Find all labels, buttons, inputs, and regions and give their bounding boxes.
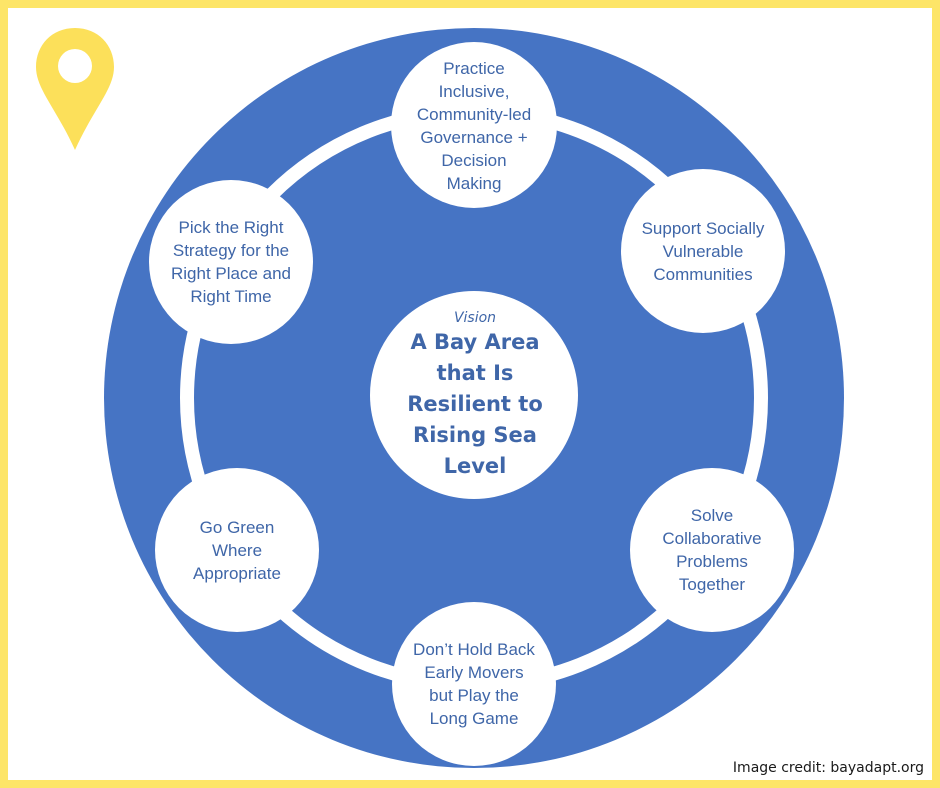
principle-label: Solve Collaborative Problems Together (662, 506, 762, 594)
principle-vulnerable: Support Socially Vulnerable Communities (640, 190, 766, 312)
principle-circle-strategy (149, 180, 313, 344)
principle-circle-governance (391, 42, 557, 208)
principle-strategy: Pick the Right Strategy for the Right Pl… (166, 196, 296, 328)
vision-circle (370, 291, 578, 499)
principle-collaborative: Solve Collaborative Problems Together (650, 490, 774, 610)
vision-block: Vision A Bay Area that Is Resilient to R… (370, 290, 580, 500)
principle-label: Go Green Where Appropriate (193, 517, 281, 583)
principle-circle-vulnerable (621, 169, 785, 333)
principle-circle-collaborative (630, 468, 794, 632)
principle-green: Go Green Where Appropriate (178, 500, 296, 600)
image-credit: Image credit: bayadapt.org (728, 758, 928, 778)
principle-label: Don’t Hold Back Early Movers but Play th… (413, 640, 535, 728)
principle-early-movers: Don’t Hold Back Early Movers but Play th… (412, 616, 536, 752)
location-pin-icon (36, 28, 114, 150)
principle-label: Support Socially Vulnerable Communities (641, 218, 765, 284)
vision-kicker: Vision (453, 309, 497, 326)
principle-circle-green (155, 468, 319, 632)
principle-governance: Practice Inclusive, Community-led Govern… (412, 44, 536, 208)
vision-title: A Bay Area that Is Resilient to Rising S… (407, 329, 543, 478)
principle-circle-early-movers (392, 602, 556, 766)
principle-label: Pick the Right Strategy for the Right Pl… (170, 218, 292, 306)
principle-label: Practice Inclusive, Community-led Govern… (416, 59, 532, 193)
